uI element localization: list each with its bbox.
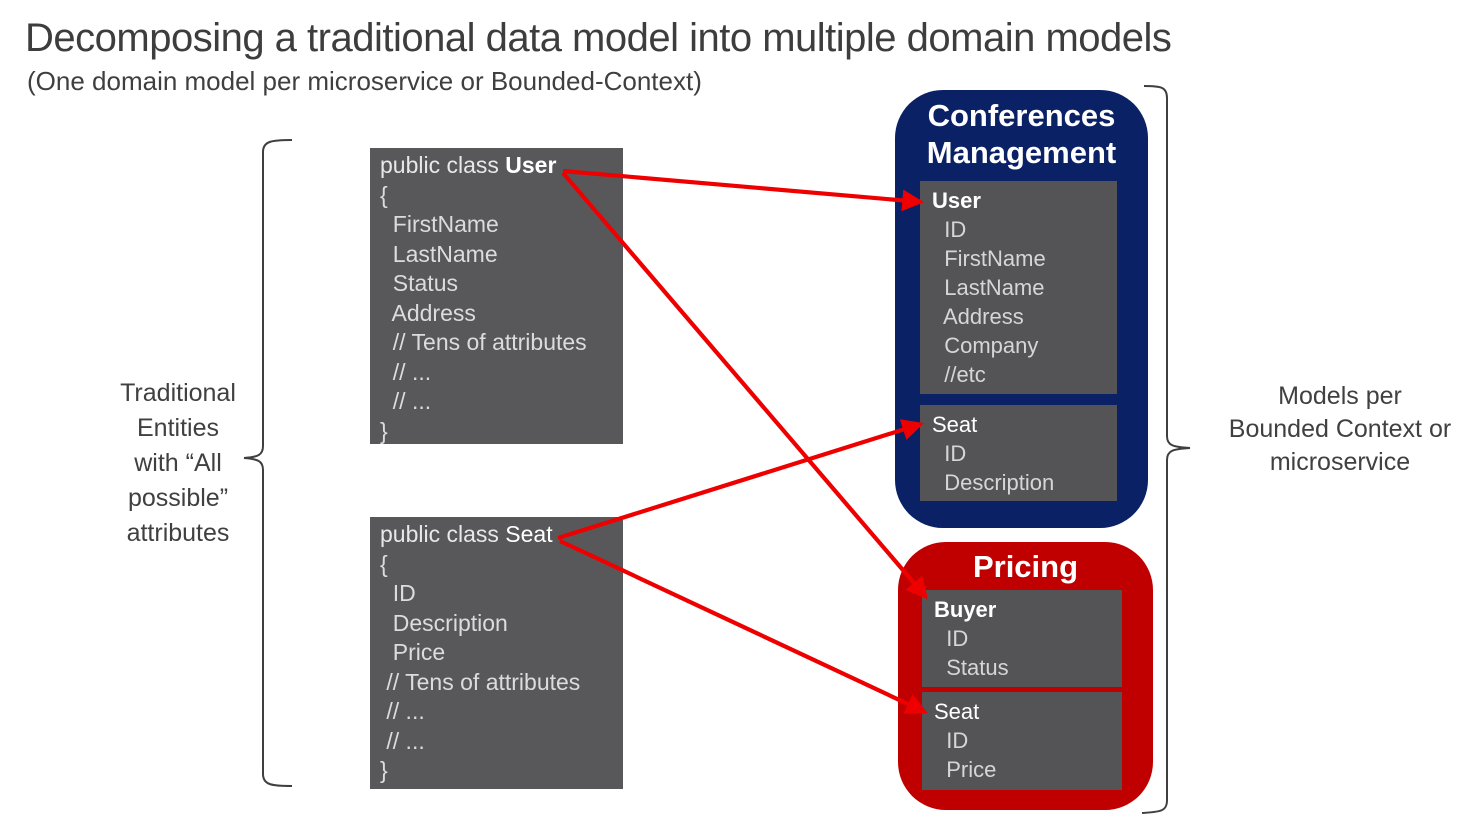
conferences-management-title: Conferences Management [926, 98, 1117, 170]
pricing-buyer-entity-box: Buyer ID Status [922, 590, 1122, 687]
code-line: Description [380, 609, 508, 636]
cm-seat-title: Seat [932, 412, 978, 437]
right-label-line: Bounded Context or [1228, 415, 1452, 443]
code-line: // ... [380, 698, 425, 724]
code-line: // ... [380, 727, 425, 754]
right-label-line: Models per [1278, 382, 1402, 410]
class-seat-box: public class Seat { ID Description Price… [370, 517, 623, 789]
code-line: Address [380, 299, 476, 326]
class-seat-keyword: public class [380, 521, 506, 547]
pricing-container: Pricing Buyer ID Status Seat ID Price [898, 542, 1153, 810]
cm-user-entity-box: User ID FirstName LastName Address Compa… [920, 181, 1117, 394]
left-label-traditional-entities: Traditional Entities with “All possible”… [78, 376, 278, 551]
code-line: // ... [380, 358, 432, 385]
cm-user-title: User [932, 188, 981, 213]
code-line: FirstName [380, 211, 499, 237]
code-line: // Tens of attributes [380, 668, 581, 695]
entity-attr: Address [932, 304, 1024, 329]
pricing-title: Pricing [972, 549, 1079, 584]
left-label-line: Traditional [120, 379, 236, 407]
class-seat-header: public class Seat [370, 520, 623, 550]
entity-attr: ID [932, 441, 967, 466]
code-line: // ... [380, 388, 432, 414]
code-line: } [380, 757, 388, 783]
code-line: { [380, 181, 388, 208]
code-line: // Tens of attributes [380, 329, 587, 355]
class-user-keyword: public class [380, 152, 506, 178]
pricing-seat-entity-box: Seat ID Price [922, 692, 1122, 790]
class-user-header: public class User [370, 151, 623, 181]
left-label-line: possible” [127, 484, 229, 512]
page-subtitle: (One domain model per microservice or Bo… [27, 66, 702, 96]
code-line: Price [380, 639, 446, 665]
code-line: LastName [380, 240, 498, 267]
code-line: ID [380, 580, 416, 606]
pricing-seat-title: Seat [934, 699, 980, 724]
entity-attr: FirstName [932, 246, 1046, 271]
entity-attr: ID [934, 728, 969, 753]
code-line: } [380, 417, 388, 444]
left-label-line: Entities [137, 414, 219, 442]
entity-attr: ID [934, 626, 969, 651]
right-label-models-per-context: Models per Bounded Context or microservi… [1215, 380, 1465, 479]
cm-seat-entity-box: Seat ID Description [920, 405, 1117, 501]
pricing-buyer-title: Buyer [934, 597, 997, 622]
code-line: Status [380, 270, 458, 296]
page-title: Decomposing a traditional data model int… [25, 16, 1172, 60]
class-seat-name: Seat [505, 521, 553, 547]
code-line: { [380, 550, 388, 577]
right-label-line: microservice [1269, 448, 1411, 476]
entity-attr: Status [934, 655, 1009, 680]
class-user-box: public class User { FirstName LastName S… [370, 148, 623, 444]
entity-attr: Price [934, 757, 997, 782]
left-label-line: attributes [126, 519, 230, 547]
entity-attr: ID [932, 217, 967, 242]
conferences-management-container: Conferences Management User ID FirstName… [895, 90, 1148, 528]
entity-attr: //etc [932, 362, 986, 387]
entity-attr: Description [932, 470, 1055, 495]
class-user-name: User [505, 152, 557, 178]
entity-attr: LastName [932, 275, 1045, 300]
entity-attr: Company [932, 333, 1039, 358]
left-label-line: with “All [134, 449, 222, 477]
